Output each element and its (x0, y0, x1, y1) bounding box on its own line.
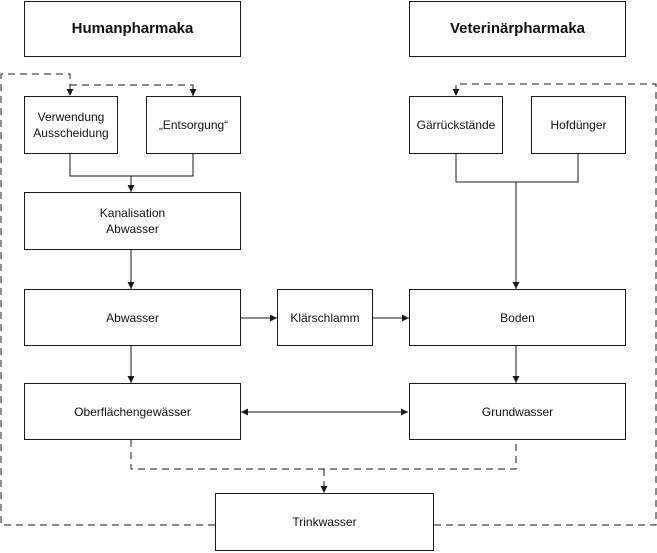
merge-gaer-hof (455, 154, 579, 183)
node-kanalisation-abwasser: Kanalisation Abwasser (24, 192, 241, 250)
node-gaerrueckstaende: Gärrückstände (409, 96, 503, 154)
node-oberflaechengewaesser: Oberflächengewässer (24, 383, 241, 440)
node-humanpharmaka: Humanpharmaka (24, 1, 241, 57)
dashed-merge-to-trink (130, 440, 517, 470)
node-klaerschlamm: Klärschlamm (277, 289, 373, 346)
node-grundwasser: Grundwasser (409, 383, 626, 440)
node-boden: Boden (409, 289, 626, 346)
merge-verwendung-entsorgung (69, 154, 194, 177)
node-verwendung-ausscheidung: Verwendung Ausscheidung (24, 96, 118, 154)
dashed-loop-right (434, 83, 657, 526)
dashed-branch-entsorgung (70, 84, 197, 96)
node-entsorgung: „Entsorgung“ (146, 96, 241, 154)
dashed-loop-left (0, 73, 215, 526)
node-hofduenger: Hofdünger (531, 96, 626, 154)
node-trinkwasser: Trinkwasser (215, 493, 434, 551)
node-abwasser: Abwasser (24, 289, 241, 346)
node-veterinaerpharmaka: Veterinärpharmaka (409, 1, 626, 57)
